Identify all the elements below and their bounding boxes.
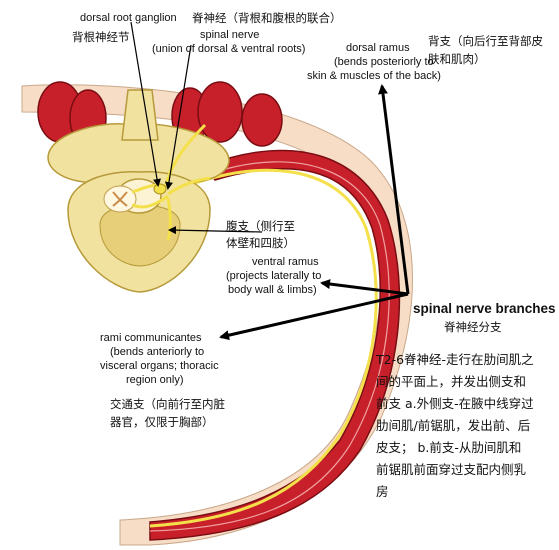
label-rami-en-1: rami communicantes (100, 332, 202, 344)
t2-6-line: 房 (376, 484, 389, 499)
label-dorsal-ramus-en-2: (bends posteriorly to (334, 56, 434, 68)
spinal-cord (103, 185, 137, 213)
label-ventral-ramus-en-3: body wall & limbs) (228, 284, 317, 296)
label-dorsal-root-ganglion-en: dorsal root ganglion (80, 12, 177, 24)
label-ventral-ramus-en-2: (projects laterally to (226, 270, 322, 282)
label-dorsal-ramus-zh-1: 背支（向后行至背部皮 (428, 34, 543, 48)
t2-6-line: 间的平面上，并发出侧支和 (376, 374, 527, 389)
pointer-lines (130, 21, 263, 235)
label-rami-en-3: visceral organs; thoracic (100, 360, 219, 372)
dorsal-root-ganglion (153, 183, 167, 195)
label-rami-en-4: region only) (126, 374, 184, 386)
label-dorsal-ramus-en-3: skin & muscles of the back) (307, 70, 441, 82)
label-ventral-ramus-en-1: ventral ramus (252, 256, 319, 268)
intercostal-nerve (149, 168, 378, 528)
branch-arrows (219, 84, 410, 341)
label-dorsal-ramus-en-1: dorsal ramus (346, 42, 410, 54)
t2-6-description: T2-6脊神经-走行在肋间肌之 间的平面上，并发出侧支和 前支 a.外侧支-在腋… (376, 349, 552, 503)
t2-6-line: T2-6脊神经-走行在肋间肌之 (376, 352, 534, 367)
label-spinal-nerve-zh: 脊神经（背根和腹根的联合） (192, 11, 342, 25)
label-rami-zh-1: 交通支（向前行至内脏 (110, 397, 225, 411)
label-ventral-ramus-zh-2: 体壁和四肢） (226, 236, 295, 250)
body-wall-muscle (149, 149, 401, 541)
label-spinal-nerve-en-1: spinal nerve (200, 29, 260, 41)
spinal-nerve-roots (131, 123, 211, 241)
t2-6-line: 前支 a.外侧支-在腋中线穿过 (376, 396, 534, 411)
label-spinal-nerve-en-2: (union of dorsal & ventral roots) (152, 43, 306, 55)
body-wall-muscle-lines (149, 161, 390, 532)
t2-6-line: 肋间肌/前锯肌，发出前、后 (376, 418, 531, 433)
label-ventral-ramus-zh-1: 腹支（侧行至 (226, 219, 295, 233)
label-dorsal-ramus-zh-2: 肤和肌肉） (428, 52, 486, 66)
t2-6-line: 皮支； b.前支-从肋间肌和 (376, 440, 522, 455)
label-spinal-nerve-branches-en: spinal nerve branches (413, 301, 556, 316)
label-spinal-nerve-branches-zh: 脊神经分支 (444, 320, 502, 334)
t2-6-line: 前锯肌前面穿过支配内侧乳 (376, 462, 527, 477)
label-dorsal-root-ganglion-zh: 背根神经节 (72, 30, 130, 44)
label-rami-zh-2: 器官，仅限于胸部） (110, 415, 214, 429)
label-rami-en-2: (bends anteriorly to (110, 346, 205, 358)
